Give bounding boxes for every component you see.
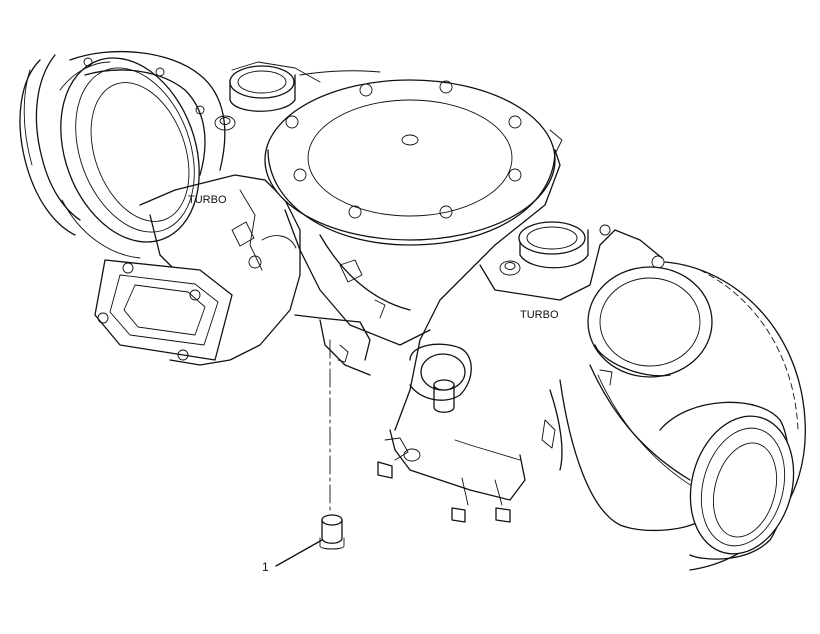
plug-top: [321, 514, 343, 526]
right-turbocharger: TURBO: [479, 221, 806, 571]
cover-bolts: [285, 80, 522, 219]
turbo-right-label: TURBO: [520, 309, 559, 321]
part-1-plug: 1: [262, 339, 345, 574]
exhaust-manifold: [264, 70, 563, 523]
plug-body: [321, 519, 343, 544]
callout-1: 1: [262, 560, 269, 574]
callout-leader: [275, 539, 323, 567]
left-turbocharger: TURBO: [19, 51, 321, 366]
turbo-left-label: TURBO: [188, 194, 227, 206]
